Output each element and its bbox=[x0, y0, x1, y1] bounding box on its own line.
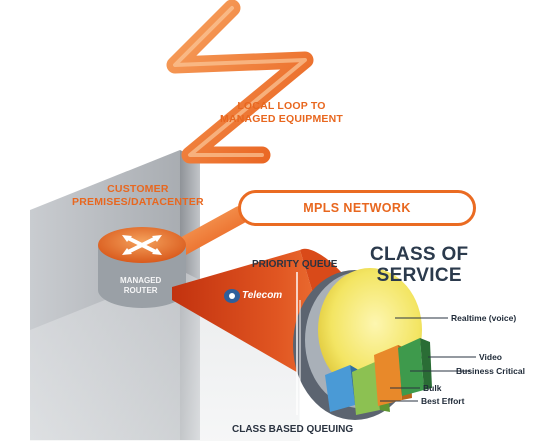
class-blocks bbox=[325, 338, 432, 415]
router-label: MANAGED ROUTER bbox=[120, 276, 161, 296]
legend-video: Video bbox=[479, 352, 502, 362]
block-bulk bbox=[325, 365, 355, 412]
local-loop-cable bbox=[166, 0, 314, 164]
block-video bbox=[398, 338, 424, 396]
customer-premises-label: CUSTOMER PREMISES/DATACENTER bbox=[72, 183, 204, 209]
mpls-network-box: MPLS NETWORK bbox=[238, 190, 476, 226]
legend-business-critical: Business Critical bbox=[456, 366, 525, 376]
router-icon bbox=[98, 227, 186, 308]
class-of-service-title: CLASS OF SERVICE bbox=[370, 244, 468, 286]
class-based-queuing-label: CLASS BASED QUEUING bbox=[232, 424, 354, 435]
block-best-effort bbox=[352, 362, 380, 415]
class-of-service-line1: CLASS OF bbox=[370, 244, 469, 265]
local-loop-label-line2: MANAGED EQUIPMENT bbox=[220, 113, 343, 125]
telecom-logo-text: Telecom bbox=[242, 290, 283, 301]
mpls-network-label: MPLS NETWORK bbox=[303, 201, 411, 215]
customer-label-line2: PREMISES/DATACENTER bbox=[72, 196, 204, 208]
block-video-side bbox=[420, 338, 432, 390]
legend-realtime: Realtime (voice) bbox=[451, 313, 517, 323]
local-loop-cable-highlight bbox=[173, 6, 307, 157]
router-label-line1: MANAGED bbox=[120, 276, 162, 285]
class-of-service-line2: SERVICE bbox=[376, 265, 462, 286]
block-business-critical bbox=[374, 345, 402, 406]
local-loop-label: LOCAL LOOP TO MANAGED EQUIPMENT bbox=[220, 100, 343, 126]
mpls-link-cable bbox=[171, 206, 249, 257]
local-loop-label-line1: LOCAL LOOP TO bbox=[237, 100, 326, 112]
legend-leaders bbox=[380, 317, 476, 402]
priority-queue-label: PRIORITY QUEUE bbox=[252, 259, 338, 270]
router-label-line2: ROUTER bbox=[123, 286, 158, 295]
legend-bulk: Bulk bbox=[423, 383, 442, 393]
customer-label-line1: CUSTOMER bbox=[107, 183, 169, 195]
legend-best-effort: Best Effort bbox=[421, 396, 465, 406]
